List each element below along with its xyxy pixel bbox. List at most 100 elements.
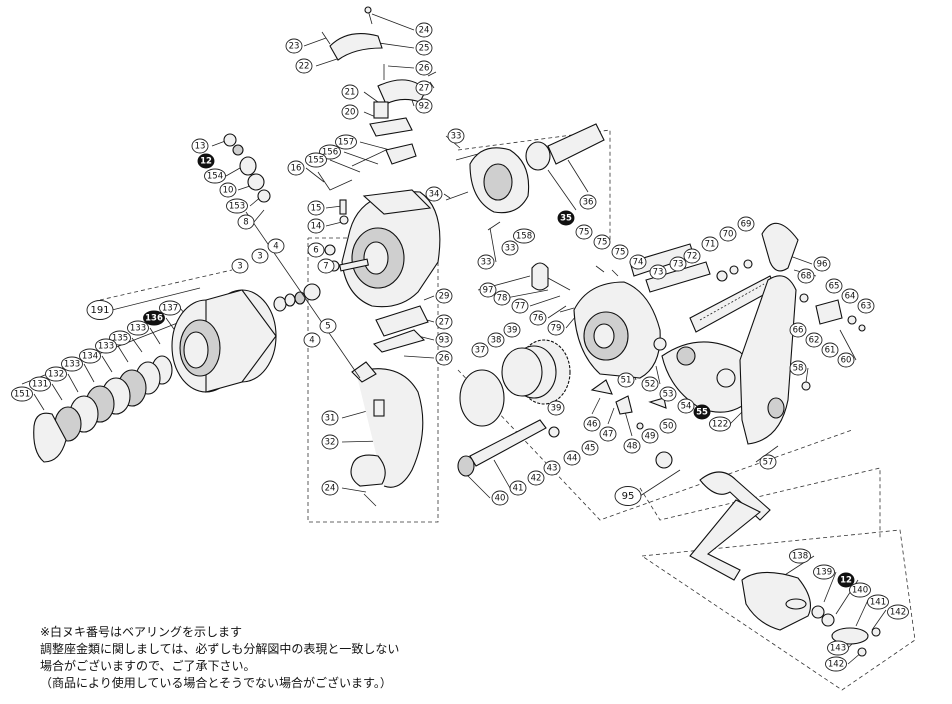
- callout-badge: [477, 254, 495, 270]
- callout-badge: [623, 438, 641, 454]
- callout-badge: [491, 490, 509, 506]
- callout-number: 21: [345, 88, 356, 98]
- callout-number: 23: [289, 42, 300, 52]
- callout-badge: [307, 242, 325, 258]
- part-callout: 95: [614, 486, 642, 506]
- callout-badge: [435, 314, 453, 330]
- callout-number: 157: [338, 138, 354, 148]
- callout-number: 55: [696, 408, 708, 418]
- part-callout: 25: [415, 40, 433, 56]
- callout-number: 50: [663, 422, 674, 432]
- callout-badge: [719, 226, 737, 242]
- part-callout: 5: [319, 318, 337, 334]
- part-callout: 47: [599, 426, 617, 442]
- callout-number: 27: [439, 318, 450, 328]
- part-callout: 24: [321, 480, 339, 496]
- callout-number: 133: [98, 342, 114, 352]
- bail-arm-top: [317, 6, 437, 191]
- callout-number: 132: [48, 370, 64, 380]
- part-callout: 75: [575, 224, 593, 240]
- callout-badge: [841, 288, 859, 304]
- part-callout: 75: [611, 244, 629, 260]
- callout-number: 5: [325, 322, 330, 332]
- part-callout: 7: [317, 258, 335, 274]
- pinion-assembly: [445, 123, 605, 231]
- callout-badge: [251, 248, 269, 264]
- part-callout: 37: [471, 342, 489, 358]
- callout-badge: [693, 404, 711, 420]
- part-callout: 79: [547, 320, 565, 336]
- part-callout: 49: [641, 428, 659, 444]
- rotor-assembly: [339, 189, 441, 507]
- bearing-callout: 136: [143, 310, 165, 326]
- callout-number: 142: [890, 608, 906, 618]
- part-callout: 66: [789, 322, 807, 338]
- callout-badge: [509, 480, 527, 496]
- part-callout: 153: [226, 198, 248, 214]
- part-callout: 75: [593, 234, 611, 250]
- callout-number: 143: [830, 644, 846, 654]
- callout-number: 153: [229, 202, 245, 212]
- part-callout: 33: [447, 128, 465, 144]
- part-callout: 131: [29, 376, 51, 392]
- part-callout: 78: [493, 290, 511, 306]
- callout-badge: [659, 418, 677, 434]
- callout-number: 96: [817, 260, 828, 270]
- callout-badge: [29, 376, 51, 392]
- callout-badge: [435, 332, 453, 348]
- callout-badge: [641, 428, 659, 444]
- part-callout: 45: [581, 440, 599, 456]
- callout-number: 24: [419, 26, 430, 36]
- callout-number: 78: [497, 294, 508, 304]
- callout-badge: [709, 416, 731, 432]
- callout-number: 95: [622, 491, 635, 502]
- part-callout: 133: [127, 320, 149, 336]
- part-callout: 73: [649, 264, 667, 280]
- callout-number: 135: [112, 334, 128, 344]
- callout-badge: [759, 454, 777, 470]
- callout-badge: [813, 256, 831, 272]
- callout-number: 156: [322, 148, 338, 158]
- callout-badge: [649, 264, 667, 280]
- callout-badge: [319, 318, 337, 334]
- part-callout: 46: [583, 416, 601, 432]
- callout-number: 74: [633, 258, 644, 268]
- part-callout: 52: [641, 376, 659, 392]
- part-callout: 133: [61, 356, 83, 372]
- note-washer-1: 調整座金類に関しましては、必ずしも分解図中の表現と一致しない: [40, 642, 400, 656]
- callout-number: 75: [615, 248, 626, 258]
- part-callout: 92: [415, 98, 433, 114]
- part-callout: 137: [159, 300, 181, 316]
- callout-badge: [513, 228, 535, 244]
- part-callout: 44: [563, 450, 581, 466]
- part-callout: 16: [287, 160, 305, 176]
- part-callout: 61: [821, 342, 839, 358]
- callout-number: 151: [14, 390, 30, 400]
- callout-number: 7: [323, 262, 328, 272]
- part-callout: 140: [849, 582, 871, 598]
- bearing-callout: 55: [693, 404, 711, 420]
- callout-number: 51: [621, 376, 632, 386]
- spool-assembly: [33, 283, 321, 463]
- part-callout: 68: [797, 268, 815, 284]
- callout-badge: [527, 470, 545, 486]
- callout-badge: [629, 254, 647, 270]
- callout-badge: [599, 426, 617, 442]
- callout-number: 20: [345, 108, 356, 118]
- bearing-callout: 12: [837, 572, 855, 588]
- callout-badge: [127, 320, 149, 336]
- callout-badge: [487, 332, 505, 348]
- callout-number: 72: [687, 252, 698, 262]
- callout-number: 92: [419, 102, 430, 112]
- callout-number: 27: [419, 84, 430, 94]
- part-callout: 76: [529, 310, 547, 326]
- callout-badge: [887, 604, 909, 620]
- callout-badge: [543, 460, 561, 476]
- callout-number: 29: [439, 292, 450, 302]
- callout-number: 73: [673, 260, 684, 270]
- callout-number: 97: [483, 286, 494, 296]
- callout-badge: [583, 416, 601, 432]
- callout-number: 154: [207, 172, 223, 182]
- part-callout: 71: [701, 236, 719, 252]
